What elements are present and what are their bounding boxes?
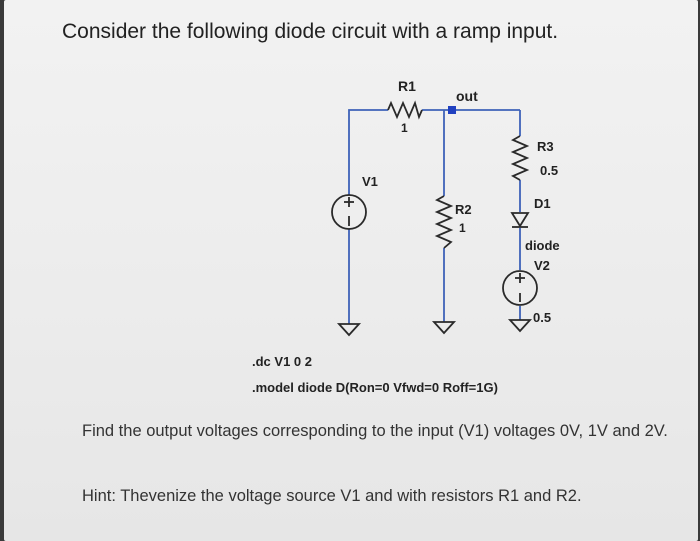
circuit-diagram: R1 1 out V1 R2 1 R3 0.5 D1 diode V2 0.5 xyxy=(331,78,560,337)
resistor-r2 xyxy=(434,195,454,249)
label-r2-value: 1 xyxy=(459,221,466,235)
label-r1: R1 xyxy=(398,78,416,94)
circuit-wires xyxy=(348,109,521,324)
label-out: out xyxy=(456,88,478,104)
label-r3-value: 0.5 xyxy=(540,163,558,178)
label-r2: R2 xyxy=(455,202,472,217)
label-r1-value: 1 xyxy=(401,121,408,135)
label-v2: V2 xyxy=(534,258,550,273)
ground-v1 xyxy=(336,323,362,337)
ground-v2 xyxy=(507,319,533,333)
question-text: Find the output voltages corresponding t… xyxy=(82,422,668,440)
diode-d1 xyxy=(510,212,530,228)
spice-model-directive: .model diode D(Ron=0 Vfwd=0 Roff=1G) xyxy=(252,380,498,395)
label-diode: diode xyxy=(525,238,560,253)
hint-text: Hint: Thevenize the voltage source V1 an… xyxy=(82,487,582,505)
label-v1: V1 xyxy=(362,174,378,189)
voltage-source-v2 xyxy=(502,270,538,306)
label-v2-value: 0.5 xyxy=(533,310,551,325)
voltage-source-v1 xyxy=(331,194,367,230)
resistor-r3 xyxy=(510,135,530,181)
out-node xyxy=(448,106,456,114)
spice-dc-directive: .dc V1 0 2 xyxy=(252,354,312,369)
label-d1: D1 xyxy=(534,196,551,211)
label-r3: R3 xyxy=(537,139,554,154)
page-heading: Consider the following diode circuit wit… xyxy=(62,20,559,43)
ground-r2 xyxy=(431,321,457,335)
resistor-r1 xyxy=(387,100,423,120)
document-page: Consider the following diode circuit wit… xyxy=(4,0,698,541)
